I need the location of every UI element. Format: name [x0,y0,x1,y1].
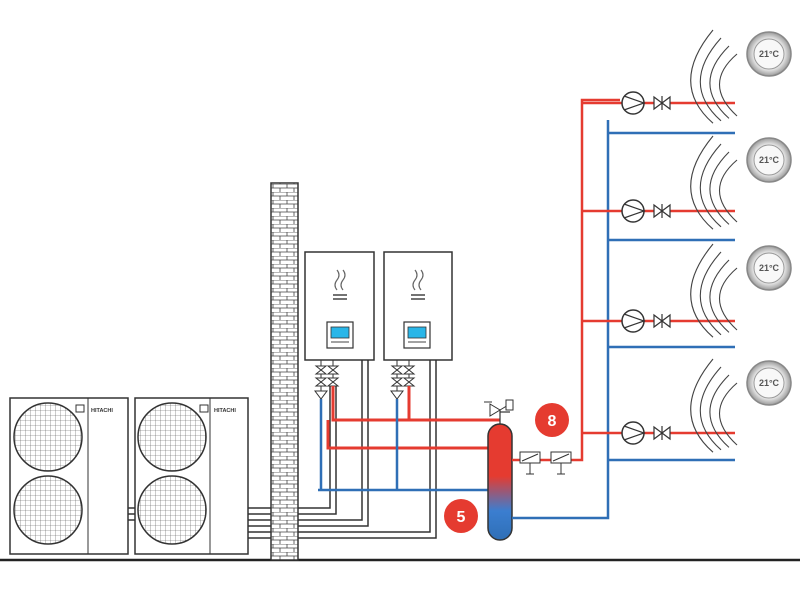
control-screen [407,326,427,339]
heating-zone-2: 21°C [582,135,792,242]
circulation-pump-icon [621,199,646,223]
badge-8: 8 [535,403,569,437]
heating-zone-3: 21°C [582,243,792,349]
room-thermostat-3: 21°C [746,245,792,291]
circulation-pump-icon [621,91,646,115]
svg-text:5: 5 [457,509,466,526]
heat-pump-brand-label: HITACHI [91,408,113,414]
wireless-signal-icon [690,29,738,124]
svg-text:8: 8 [548,413,557,430]
zone-valve-icon [653,95,671,111]
safety-valve-icon [484,401,511,417]
circulation-pump-icon [621,309,646,333]
secondary-hot-pipe [512,98,620,462]
thermostat-temperature: 21°C [759,49,780,59]
heating-zone-1: 21°C [582,29,792,135]
wireless-signal-icon [690,135,738,230]
hot-primary-pipes [326,386,500,450]
room-thermostat-1: 21°C [746,31,792,77]
indoor-unit-1 [304,251,375,361]
thermostat-temperature: 21°C [759,155,780,165]
thermostat-temperature: 21°C [759,263,780,273]
heat-pump-unit-2: HITACHI [134,397,249,555]
wireless-signal-icon [690,358,738,453]
indoor-unit-2 [383,251,453,361]
mixing-valves [519,451,572,475]
brick-wall [270,182,299,561]
room-thermostat-4: 21°C [746,360,792,406]
heat-pump-unit-1: HITACHI [9,397,129,555]
buffer-tank [484,399,514,541]
zone-valve-icon [653,203,671,219]
valve-group-1 [314,360,340,400]
heating-zone-4: 21°C [582,358,792,462]
zone-valve-icon [653,425,671,441]
secondary-cold-pipe [512,120,610,520]
pressure-gauge-icon [505,399,514,411]
badge-5: 5 [444,499,478,533]
thermostat-temperature: 21°C [759,378,780,388]
wireless-signal-icon [690,243,738,338]
control-screen [330,326,350,339]
valve-group-2 [390,360,416,400]
zone-valve-icon [653,313,671,329]
room-thermostat-2: 21°C [746,137,792,183]
cold-primary-pipes [318,399,500,492]
circulation-pump-icon [621,421,646,445]
heat-pump-brand-label: HITACHI [214,408,236,414]
